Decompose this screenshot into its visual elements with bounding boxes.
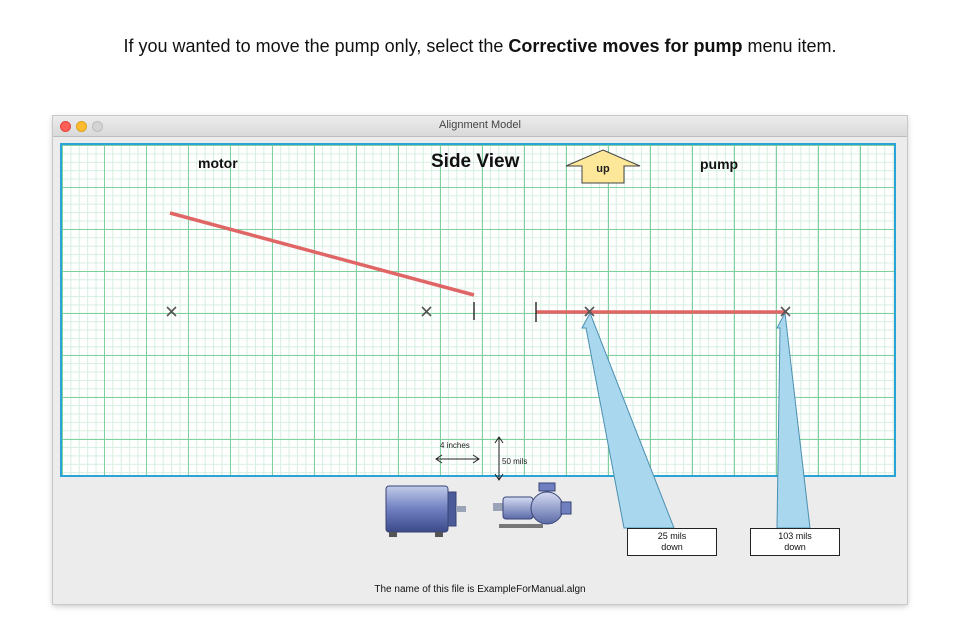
horizontal-scale-label: 4 inches (440, 441, 470, 450)
motor-label: motor (198, 155, 238, 171)
minimize-window-button[interactable] (76, 121, 87, 132)
pump-outboard-foot-marker (780, 306, 791, 317)
vertical-scale-arrow (494, 436, 504, 481)
pump-machine-icon (493, 482, 572, 528)
horizontal-scale-arrow (435, 454, 480, 464)
motor-shaft-line (169, 211, 475, 297)
window-titlebar[interactable]: Alignment Model (53, 116, 907, 137)
vertical-scale-label: 50 mils (502, 457, 528, 466)
graph-paper-grid (60, 143, 896, 477)
file-name-status: The name of this file is ExampleForManua… (374, 584, 586, 595)
alignment-drawing (166, 211, 811, 537)
pump-outboard-correction-callout: 103 mils down (750, 528, 840, 556)
callout-amount: 103 mils (778, 531, 812, 541)
pump-inboard-foot-marker (584, 306, 595, 317)
side-view-title: Side View (431, 151, 520, 172)
motor-inboard-foot-marker (421, 306, 432, 317)
callout-leader-pump-outboard (776, 311, 811, 529)
caption-prefix: If you wanted to move the pump only, sel… (123, 36, 509, 56)
close-window-button[interactable] (60, 121, 71, 132)
caption-suffix: menu item. (742, 36, 837, 56)
callout-direction: down (784, 542, 806, 552)
zoom-window-button[interactable] (92, 121, 103, 132)
pump-label: pump (700, 156, 739, 172)
callout-amount: 25 mils (657, 531, 687, 541)
pump-inboard-correction-callout: 25 mils down (627, 528, 717, 556)
motor-machine-icon (385, 485, 466, 537)
callout-leader-pump-inboard (581, 311, 675, 529)
window-title: Alignment Model (439, 119, 521, 131)
caption-menu-item: Corrective moves for pump (508, 36, 743, 56)
motor-outboard-foot-marker (166, 306, 177, 317)
callout-direction: down (661, 542, 683, 552)
alignment-model-window: Alignment Model motor Side View up pump (53, 116, 907, 604)
up-direction-button[interactable]: up (564, 149, 642, 185)
instruction-caption: If you wanted to move the pump only, sel… (0, 36, 960, 57)
up-arrow-icon (565, 149, 641, 184)
up-button-label: up (596, 163, 610, 175)
